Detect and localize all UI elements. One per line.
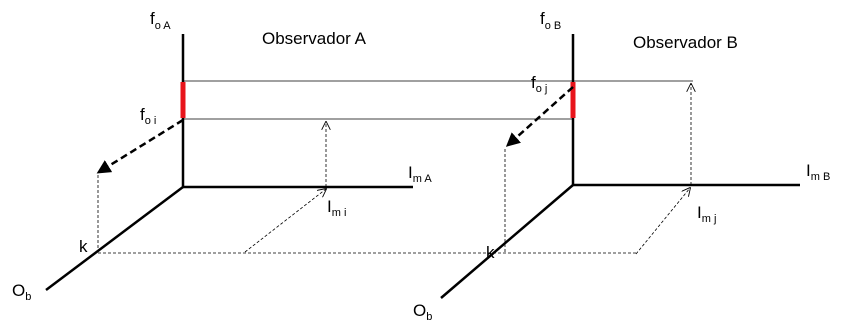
observer-b-bold-dashed-arrow	[505, 86, 574, 147]
observer-a-vertical-axis-label: fo A	[150, 9, 171, 32]
observer-a-marker-horizontal-label: Im i	[327, 197, 346, 219]
observer-b-depth-axis	[440, 184, 574, 299]
observer-a-marker-horizontal-sub: m i	[332, 207, 347, 219]
observer-b-guide-diagonal-arrow	[635, 188, 690, 255]
observer-b-horizontal-axis-main: I	[806, 161, 811, 180]
observer-a-guide-diagonal-arrow	[244, 189, 326, 253]
observer-a-horizontal-axis-label: Im A	[408, 163, 432, 185]
observer-a-horizontal-axis-sub: m A	[413, 173, 433, 185]
observer-a-horizontal-axis-main: I	[408, 163, 413, 182]
observer-a-depth-axis-main: O	[12, 281, 25, 300]
observer-b-group	[440, 34, 800, 299]
observer-a-marker-horizontal-main: I	[327, 197, 332, 216]
observer-b-depth-axis-main: O	[413, 301, 426, 320]
observer-a-marker-vertical-main: f	[140, 105, 145, 124]
connector-guides	[98, 80, 693, 254]
observer-a-depth-axis-sub: b	[25, 291, 31, 303]
observer-b-depth-axis-label: Ob	[413, 301, 432, 323]
observer-a-bold-dashed-arrow	[96, 118, 184, 174]
observer-b-depth-axis-sub: b	[426, 311, 432, 323]
observer-b-marker-horizontal-label: Im j	[697, 203, 716, 225]
observer-a-title: Observador A	[262, 29, 367, 48]
observer-a-depth-axis-label: Ob	[12, 281, 31, 303]
observer-b-depth-point-label: k	[486, 243, 495, 262]
observer-b-horizontal-axis-sub: m B	[811, 171, 831, 183]
observer-b-marker-horizontal-sub: m j	[702, 213, 717, 225]
observer-b-horizontal-axis-label: Im B	[806, 161, 830, 183]
observer-b-vertical-axis-label: fo B	[540, 9, 561, 32]
observer-a-marker-vertical-label: fo i	[140, 105, 156, 127]
observer-b-marker-vertical-label: fo j	[531, 73, 547, 95]
observer-a-depth-axis	[45, 186, 184, 291]
observer-b-vertical-axis-sub: o B	[545, 20, 562, 32]
observer-a-vertical-axis-main: f	[150, 9, 155, 28]
observer-b-vertical-axis-main: f	[540, 9, 545, 28]
observer-a-depth-point-label: k	[79, 237, 88, 256]
observer-a-marker-vertical-sub: o i	[145, 115, 157, 127]
observer-b-marker-vertical-main: f	[531, 73, 536, 92]
observer-b-title: Observador B	[633, 33, 738, 52]
observer-a-group	[45, 34, 413, 291]
observer-a-vertical-axis-sub: o A	[155, 20, 172, 32]
observer-b-marker-horizontal-main: I	[697, 203, 702, 222]
observer-b-marker-vertical-sub: o j	[536, 83, 548, 95]
